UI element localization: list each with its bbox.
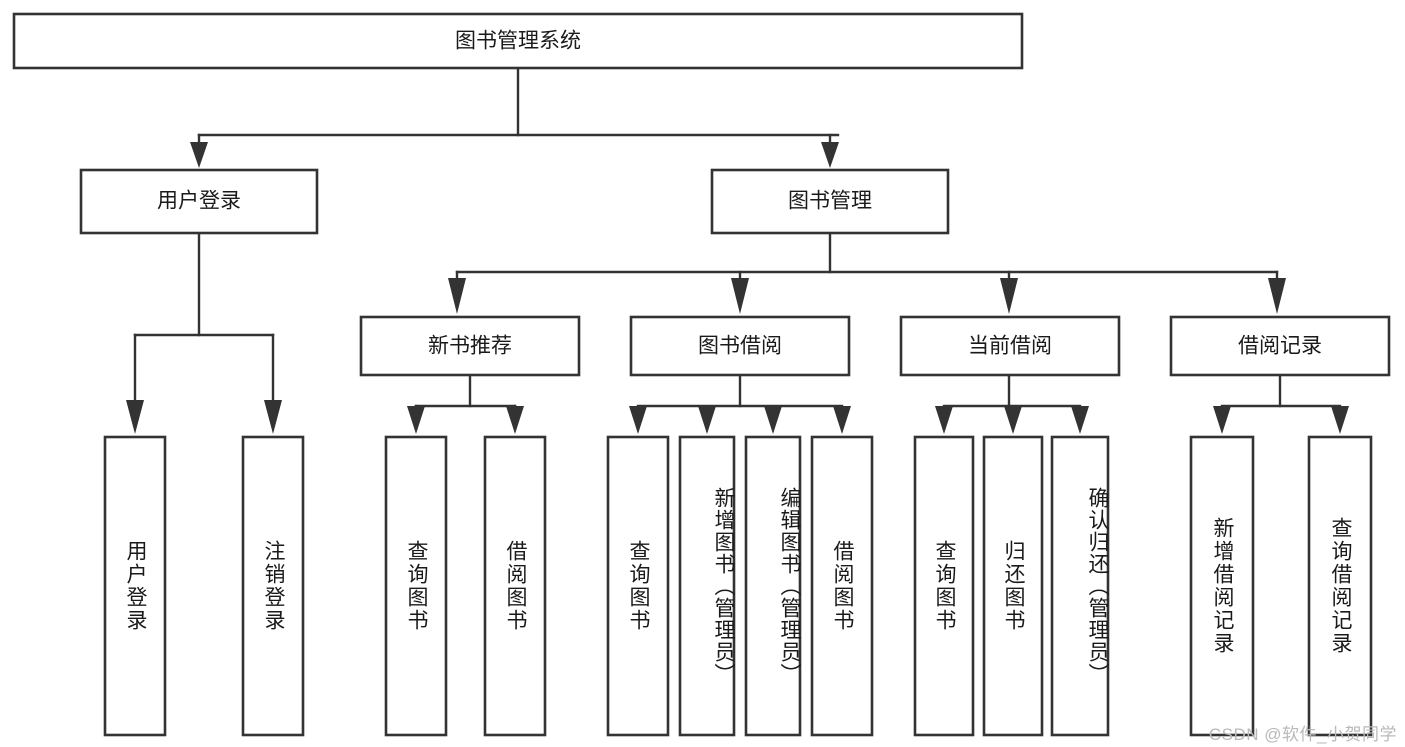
arrow-head-leaf-query-book-2 xyxy=(629,406,647,434)
node-leaf-add-book-admin-box[interactable] xyxy=(678,435,736,737)
node-new-book-recommend-box[interactable] xyxy=(359,315,581,377)
node-book-borrow[interactable]: 图书借阅 xyxy=(629,315,851,377)
node-borrow-record[interactable]: 借阅记录 xyxy=(1169,315,1391,377)
connector-group-user-login xyxy=(126,231,282,434)
node-user-login-box[interactable] xyxy=(79,168,319,235)
node-root[interactable]: 图书管理系统 xyxy=(12,12,1024,70)
arrow-head-leaf-borrow-book-1 xyxy=(506,406,524,434)
node-leaf-add-borrow-record-box[interactable] xyxy=(1189,435,1255,737)
node-new-book-recommend[interactable]: 新书推荐 xyxy=(359,315,581,377)
node-leaf-confirm-return-admin-box[interactable] xyxy=(1050,435,1110,737)
node-current-borrow-box[interactable] xyxy=(899,315,1121,377)
node-borrow-record-box[interactable] xyxy=(1169,315,1391,377)
node-user-login[interactable]: 用户登录 xyxy=(79,168,319,235)
node-leaf-query-book-2-box[interactable] xyxy=(606,435,670,737)
node-leaf-user-login-box[interactable] xyxy=(103,435,167,737)
arrow-head-leaf-edit-book-admin xyxy=(764,406,782,434)
node-leaf-query-book-3-box[interactable] xyxy=(913,435,975,737)
arrow-head-current-borrow xyxy=(1000,278,1018,314)
node-leaf-borrow-book-2-box[interactable] xyxy=(810,435,874,737)
arrow-head-user-login xyxy=(190,142,208,168)
arrow-head-leaf-borrow-book-2 xyxy=(833,406,851,434)
connector-group-borrow-record xyxy=(1213,373,1349,434)
node-leaf-return-book-box[interactable] xyxy=(982,435,1044,737)
node-book-borrow-box[interactable] xyxy=(629,315,851,377)
node-current-borrow[interactable]: 当前借阅 xyxy=(899,315,1121,377)
connector-group-book-borrow xyxy=(629,373,851,434)
node-leaf-edit-book-admin-box[interactable] xyxy=(744,435,802,737)
arrow-head-leaf-query-borrow-record xyxy=(1331,406,1349,434)
arrow-head-leaf-query-book-1 xyxy=(407,406,425,434)
arrow-head-leaf-confirm-return-admin xyxy=(1071,406,1089,434)
connector-group-root xyxy=(190,66,840,168)
arrow-head-borrow-record xyxy=(1268,278,1286,314)
connector-group-book-manage xyxy=(448,231,1286,314)
node-leaf-query-book-1-box[interactable] xyxy=(384,435,448,737)
arrow-head-leaf-query-book-3 xyxy=(935,406,953,434)
node-leaf-query-borrow-record-box[interactable] xyxy=(1307,435,1373,737)
node-leaf-borrow-book-1-box[interactable] xyxy=(483,435,547,737)
node-book-manage[interactable]: 图书管理 xyxy=(710,168,950,235)
node-book-manage-label: 图书管理 xyxy=(788,190,872,213)
node-new-book-recommend-label: 新书推荐 xyxy=(428,335,512,358)
arrow-head-leaf-logout-login xyxy=(264,400,282,434)
connector-group-current-borrow xyxy=(935,373,1089,434)
arrow-head-new-book-recommend xyxy=(448,278,466,314)
arrow-head-leaf-user-login xyxy=(126,400,144,434)
node-book-borrow-label: 图书借阅 xyxy=(698,335,782,358)
node-leaf-logout-login-box[interactable] xyxy=(241,435,305,737)
arrow-head-leaf-return-book xyxy=(1004,406,1022,434)
node-user-login-label: 用户登录 xyxy=(157,190,241,213)
connector-group-new-book-recommend xyxy=(407,373,524,434)
node-borrow-record-label: 借阅记录 xyxy=(1238,335,1322,358)
csdn-watermark: CSDN @软件_小贺同学 xyxy=(1208,725,1397,744)
arrow-head-book-manage xyxy=(821,142,839,168)
arrow-head-leaf-add-book-admin xyxy=(698,406,716,434)
arrow-head-book-borrow xyxy=(731,278,749,314)
node-current-borrow-label: 当前借阅 xyxy=(968,335,1052,358)
node-book-manage-box[interactable] xyxy=(710,168,950,235)
node-root-label: 图书管理系统 xyxy=(455,30,581,53)
arrow-head-leaf-add-borrow-record xyxy=(1213,406,1231,434)
node-root-box[interactable] xyxy=(12,12,1024,70)
